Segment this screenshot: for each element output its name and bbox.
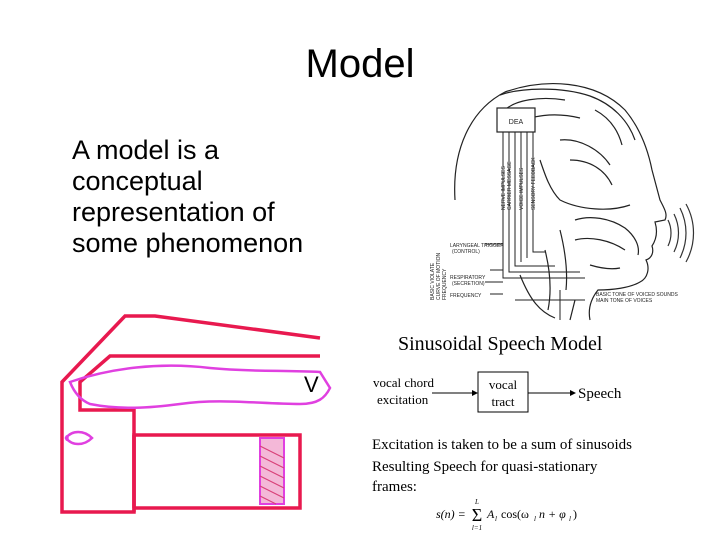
velum-glyph: V: [304, 372, 319, 397]
side-notes: LARYNGEAL TRIGGER (CONTROL) RESPIRATORY …: [450, 243, 504, 299]
lung-piston: [259, 437, 285, 505]
svg-text:l: l: [569, 515, 571, 523]
slide-title: Model: [305, 42, 415, 86]
svg-text:A: A: [486, 507, 495, 521]
svg-text:tract: tract: [491, 394, 514, 409]
svg-text:RESPIRATORY: RESPIRATORY: [450, 275, 486, 281]
model-note: Excitation is taken to be a sum of sinus…: [372, 437, 632, 453]
svg-text:l: l: [534, 515, 536, 523]
svg-text:Σ: Σ: [472, 505, 482, 525]
svg-text:VOICE IMPULSES: VOICE IMPULSES: [519, 167, 525, 210]
model-title: Sinusoidal Speech Model: [398, 333, 603, 355]
sound-waves: [667, 203, 695, 263]
input-label: vocal chord: [373, 375, 435, 390]
model-note: frames:: [372, 479, 417, 495]
neural-pathways: [485, 132, 585, 320]
bottom-note: BASIC TONE OF VOICED SOUNDS: [596, 292, 678, 298]
head-illustration: [454, 83, 667, 321]
bullet-line: conceptual: [72, 166, 203, 196]
svg-text:(SECRETION): (SECRETION): [452, 281, 485, 287]
svg-text:cos(ω: cos(ω: [501, 507, 529, 521]
output-label: Speech: [578, 386, 622, 402]
svg-text:FREQUENCY: FREQUENCY: [442, 268, 448, 300]
svg-text:L: L: [474, 498, 479, 506]
svg-text:CARRIER MESSAGE: CARRIER MESSAGE: [507, 161, 513, 210]
left-notes: BASIC VIOLATE CURVE OF MOTION FREQUENCY: [430, 252, 448, 300]
svg-text:s(n) =: s(n) =: [436, 507, 466, 521]
svg-text:LARYNGEAL TRIGGER: LARYNGEAL TRIGGER: [450, 243, 504, 249]
svg-text:): ): [573, 507, 577, 521]
svg-text:vocal: vocal: [489, 377, 518, 392]
bottom-note: MAIN TONE OF VOICES: [596, 298, 653, 304]
pathway-labels: NERVE IMPULSES CARRIER MESSAGE VOICE IMP…: [501, 157, 537, 210]
svg-text:NERVE IMPULSES: NERVE IMPULSES: [501, 166, 507, 210]
brain-box-label: DEA: [509, 119, 524, 126]
model-note: Resulting Speech for quasi-stationary: [372, 459, 598, 475]
svg-text:l=1: l=1: [472, 524, 482, 532]
svg-text:CURVE OF MOTION: CURVE OF MOTION: [436, 252, 442, 300]
sinusoid-formula: s(n) = L Σ l=1 A l cos(ω l n + φ l ): [436, 498, 577, 532]
svg-text:FREQUENCY: FREQUENCY: [450, 293, 482, 299]
tongue-curve: [68, 364, 332, 409]
svg-text:n + φ: n + φ: [539, 507, 566, 521]
svg-text:SENSORY FEEDBACK: SENSORY FEEDBACK: [531, 157, 537, 210]
glottis-shape: [64, 430, 94, 446]
svg-text:(CONTROL): (CONTROL): [452, 249, 480, 255]
bullet-line: A model is a: [72, 135, 220, 165]
bullet-text: A model is a conceptual representation o…: [72, 135, 372, 259]
input-label: excitation: [377, 392, 429, 407]
vocal-tract-block: [477, 371, 529, 413]
svg-text:BASIC VIOLATE: BASIC VIOLATE: [430, 262, 436, 300]
bullet-line: representation of: [72, 197, 275, 227]
bullet-line: some phenomenon: [72, 228, 304, 258]
head-outline: [454, 83, 667, 321]
svg-text:l: l: [495, 515, 497, 523]
brain-box: [496, 107, 536, 133]
